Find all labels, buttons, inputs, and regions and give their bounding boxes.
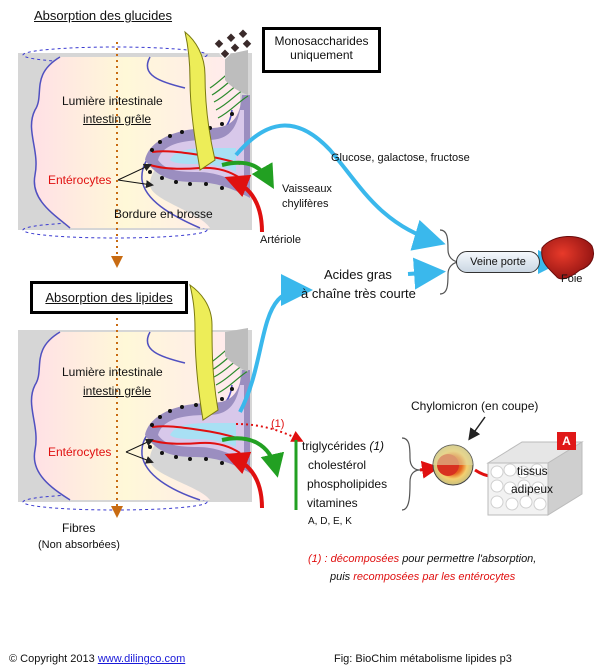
lipid-item-phospholipids: phospholipides: [307, 477, 388, 491]
lipid-section-title: Absorption des lipides: [45, 290, 173, 305]
glucose-section-title: Absorption des glucides: [34, 8, 173, 23]
footnote-marker: (1): [308, 553, 322, 565]
enterocytes-label-bottom: Entérocytes: [48, 445, 112, 459]
adipose-tissue-icon: [486, 441, 584, 516]
lipid-brace: [401, 437, 421, 511]
triglyceride-dotted-arrow: [235, 423, 304, 442]
fibers-sublabel: (Non absorbées): [38, 539, 120, 551]
lymph-vessels-label-line2: chylifères: [282, 198, 329, 210]
footnote-line2: puis recomposées par les entérocytes: [330, 571, 515, 584]
fatty-acid-arrow: [238, 274, 313, 413]
footnote-recomposed: recomposées par les entérocytes: [353, 571, 516, 583]
arteriole-label: Artériole: [260, 234, 301, 246]
intestine-panel-bottom: [18, 283, 252, 511]
portal-vein-label: Veine porte: [456, 251, 540, 273]
footnote-line1: (1) : décomposées pour permettre l'absor…: [308, 553, 536, 566]
lipid-item-cholesterol: cholestérol: [308, 458, 367, 472]
footnote-decomposed: : décomposées: [324, 553, 400, 565]
lymph-arrow-top: [221, 160, 274, 189]
adipose-badge: A: [557, 432, 576, 450]
adipose-label-line2: adipeux: [511, 482, 554, 496]
monosaccharides-box: Monosaccharides uniquement: [262, 27, 381, 73]
monosaccharides-label-line1: Monosaccharides: [274, 34, 369, 48]
copyright-link[interactable]: www.dilingco.com: [97, 653, 186, 665]
adipose-label-line1: tissus: [517, 464, 548, 478]
arteriole-arrow-top: [224, 174, 264, 233]
chylomicron-pointer: [468, 416, 486, 441]
lymph-arrow-bottom: [221, 436, 285, 478]
monosaccharide-molecules-icon: [213, 28, 253, 60]
lipid-item-triglycerides: triglycérides (1): [302, 439, 385, 454]
intestine-panel-top: [18, 30, 252, 239]
chylomicron-icon: [432, 444, 474, 486]
triglycerides-text: triglycérides: [302, 439, 367, 453]
copyright: © Copyright 2013 www.dilingco.com: [9, 653, 185, 666]
fatty-acid-to-portal-arrow: [407, 257, 446, 290]
fatty-acids-label-line1: Acides gras: [324, 267, 392, 282]
chylomicron-label: Chylomicron (en coupe): [411, 399, 539, 413]
fibers-label: Fibres: [62, 521, 96, 535]
glucose-arrow: [234, 123, 446, 251]
enterocyte-pointers: [117, 163, 154, 464]
lipid-item-vitamins: vitamines: [307, 496, 358, 510]
lipid-to-chylomicron-arrow: [419, 460, 440, 479]
lipid-item-vitamins-list: A, D, E, K: [308, 516, 352, 527]
monosaccharides-label-line2: uniquement: [290, 48, 353, 62]
liver-label: Foie: [561, 273, 583, 285]
fatty-acids-label-line2: à chaîne très courte: [301, 286, 416, 301]
triglycerides-note: (1): [369, 439, 385, 453]
brush-border-label: Bordure en brosse: [114, 207, 213, 221]
lumen-label-bottom: Lumière intestinale: [62, 365, 163, 379]
figure-caption: Fig: BioChim métabolisme lipides p3: [334, 653, 512, 665]
intestine-label-bottom: intestin grêle: [83, 384, 152, 398]
lipid-section-title-box: Absorption des lipides: [30, 281, 188, 314]
copyright-text: © Copyright 2013: [9, 653, 95, 665]
lumen-label-top: Lumière intestinale: [62, 94, 163, 108]
enterocytes-label-top: Entérocytes: [48, 173, 112, 187]
lymph-vessels-label-line1: Vaisseaux: [282, 183, 332, 195]
sugars-label: Glucose, galactose, fructose: [331, 152, 470, 164]
footnote-marker-diagram: (1): [271, 418, 285, 430]
intestine-label-top: intestin grêle: [83, 112, 152, 126]
footnote-then: puis: [330, 571, 351, 583]
footnote-absorption: pour permettre l'absorption,: [402, 553, 537, 565]
liver-icon: [541, 235, 594, 280]
arteriole-arrow-bottom: [224, 451, 264, 509]
